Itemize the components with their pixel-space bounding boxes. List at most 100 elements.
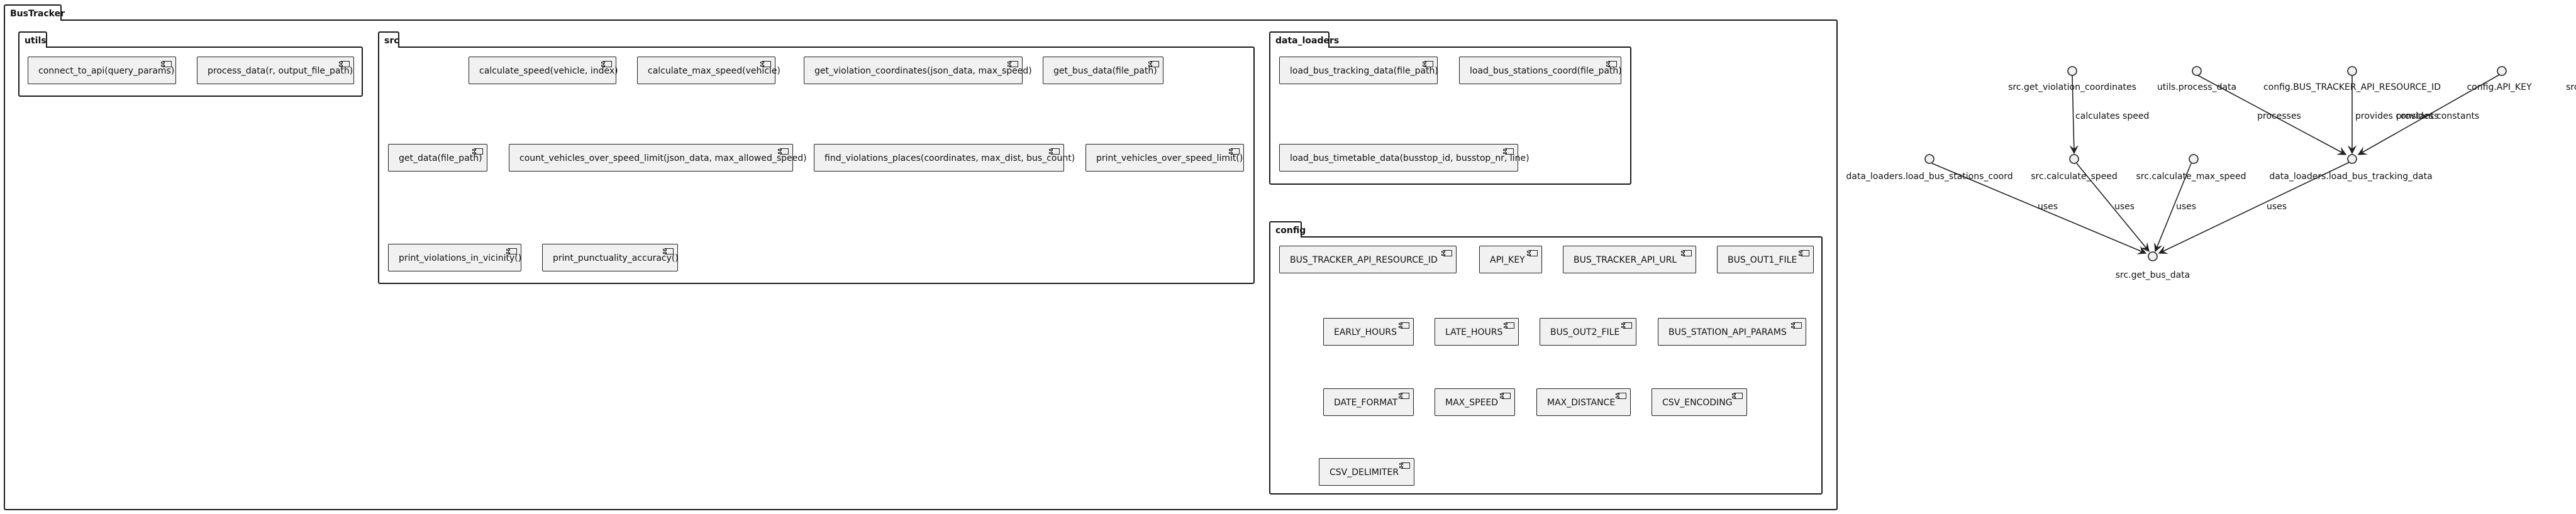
component-icon — [472, 148, 483, 155]
edge-calcmax-to-getbus — [2154, 163, 2192, 253]
edge-label-uses-1: uses — [2038, 202, 2058, 212]
node-src-cut-label: src — [2566, 82, 2576, 92]
component-count-vehicles-over-speed-limit[interactable]: count_vehicles_over_speed_limit(json_dat… — [509, 144, 807, 172]
component-get-data[interactable]: get_data(file_path) — [388, 144, 487, 172]
component-icon — [161, 61, 172, 67]
edge-apikey-to-tracking — [2357, 74, 2500, 155]
node-config-key-circle[interactable] — [2497, 66, 2507, 76]
component-icon — [1049, 148, 1060, 155]
component-config-max-speed[interactable]: MAX_SPEED — [1435, 388, 1515, 416]
node-calc-max-circle[interactable] — [2189, 154, 2199, 164]
component-connect-to-api[interactable]: connect_to_api(query_params) — [28, 57, 176, 84]
component-icon — [1229, 148, 1240, 155]
package-bustracker: BusTracker — [4, 4, 1838, 510]
edge-stations-to-getbus — [1931, 163, 2147, 254]
node-utils-process-circle[interactable] — [2192, 66, 2202, 76]
component-icon — [1148, 61, 1159, 67]
component-icon — [1681, 250, 1692, 256]
package-src: src — [378, 31, 1255, 284]
node-config-resource-label: config.BUS_TRACKER_API_RESOURCE_ID — [2263, 82, 2441, 92]
component-calculate-max-speed[interactable]: calculate_max_speed(vehicle) — [637, 57, 780, 84]
component-calculate-speed[interactable]: calculate_speed(vehicle, index) — [469, 57, 618, 84]
component-config-max-distance[interactable]: MAX_DISTANCE — [1536, 388, 1631, 416]
component-icon — [760, 61, 771, 67]
component-config-early-hours[interactable]: EARLY_HOURS — [1323, 318, 1414, 346]
component-config-late-hours[interactable]: LATE_HOURS — [1435, 318, 1519, 346]
edge-tracking-to-getbus — [2158, 161, 2350, 254]
component-icon — [601, 61, 612, 67]
component-icon — [778, 148, 789, 155]
package-src-title: src — [378, 31, 404, 48]
component-print-violations-in-vicinity[interactable]: print_violations_in_vicinity() — [388, 244, 521, 271]
edge-label-uses-3: uses — [2176, 202, 2196, 212]
component-config-csv-delimiter[interactable]: CSV_DELIMITER — [1319, 458, 1414, 486]
node-calc-speed-label: src.calculate_speed — [2031, 172, 2118, 182]
component-load-bus-stations-coord[interactable]: load_bus_stations_coord(file_path) — [1459, 57, 1622, 84]
component-icon — [506, 248, 517, 254]
node-get-bus-circle[interactable] — [2148, 251, 2158, 261]
node-violation-coords-circle[interactable] — [2067, 66, 2077, 76]
edge-label-provides-constants-1: provides constants — [2355, 111, 2438, 121]
component-icon — [1423, 61, 1433, 67]
component-icon — [1503, 148, 1514, 155]
component-icon — [663, 248, 674, 254]
component-load-bus-tracking-data[interactable]: load_bus_tracking_data(file_path) — [1279, 57, 1438, 84]
component-print-vehicles-over-speed-limit[interactable]: print_vehicles_over_speed_limit() — [1085, 144, 1244, 172]
component-config-date-format[interactable]: DATE_FORMAT — [1323, 388, 1414, 416]
component-config-out1-file[interactable]: BUS_OUT1_FILE — [1717, 246, 1814, 273]
component-config-api-url[interactable]: BUS_TRACKER_API_URL — [1563, 246, 1696, 273]
edge-label-processes: processes — [2257, 111, 2301, 121]
node-violation-coords-label: src.get_violation_coordinates — [2008, 82, 2136, 92]
component-config-resource-id[interactable]: BUS_TRACKER_API_RESOURCE_ID — [1279, 246, 1457, 273]
component-config-csv-encoding[interactable]: CSV_ENCODING — [1652, 388, 1747, 416]
component-icon — [1791, 322, 1802, 329]
component-get-bus-data[interactable]: get_bus_data(file_path) — [1043, 57, 1163, 84]
node-calc-speed-circle[interactable] — [2069, 154, 2079, 164]
component-icon — [1399, 393, 1409, 399]
package-utils: utils — [18, 31, 363, 97]
component-icon — [1504, 322, 1514, 329]
component-get-violation-coordinates[interactable]: get_violation_coordinates(json_data, max… — [804, 57, 1032, 84]
component-icon — [1399, 462, 1410, 469]
node-loader-stations-label: data_loaders.load_bus_stations_coord — [1846, 172, 2012, 182]
component-icon — [1616, 393, 1626, 399]
package-bustracker-title: BusTracker — [4, 4, 67, 21]
component-config-station-api-params[interactable]: BUS_STATION_API_PARAMS — [1658, 318, 1806, 346]
edge-label-uses-4: uses — [2267, 202, 2287, 212]
node-utils-process-label: utils.process_data — [2157, 82, 2236, 92]
edge-process-to-tracking — [2196, 74, 2347, 155]
node-config-key-label: config.API_KEY — [2467, 82, 2531, 92]
package-data-loaders-title: data_loaders — [1269, 31, 1339, 48]
node-config-resource-circle[interactable] — [2347, 66, 2357, 76]
component-icon — [1399, 322, 1409, 329]
package-config-title: config — [1269, 221, 1307, 238]
edge-violation-to-calc-speed — [2069, 75, 2079, 155]
component-find-violations-places[interactable]: find_violations_places(coordinates, max_… — [814, 144, 1075, 172]
edge-label-calculates-speed: calculates speed — [2075, 111, 2149, 121]
component-icon — [1527, 250, 1538, 256]
edge-label-provides-constants-2: provides constants — [2396, 111, 2479, 121]
component-config-out2-file[interactable]: BUS_OUT2_FILE — [1540, 318, 1636, 346]
component-icon — [1500, 393, 1511, 399]
component-load-bus-timetable-data[interactable]: load_bus_timetable_data(busstop_id, buss… — [1279, 144, 1530, 172]
edge-calcspeed-to-getbus — [2076, 163, 2150, 253]
edge-label-uses-2: uses — [2114, 202, 2135, 212]
node-loader-tracking-label: data_loaders.load_bus_tracking_data — [2269, 172, 2432, 182]
component-print-punctuality-accuracy[interactable]: print_punctuality_accuracy() — [542, 244, 679, 271]
node-get-bus-label: src.get_bus_data — [2116, 270, 2190, 280]
package-config: config — [1269, 221, 1823, 495]
component-icon — [1008, 61, 1018, 67]
component-icon — [1799, 250, 1809, 256]
package-data-loaders: data_loaders — [1269, 31, 1631, 185]
node-loader-tracking-circle[interactable] — [2347, 154, 2357, 164]
component-icon — [1606, 61, 1617, 67]
component-icon — [339, 61, 350, 67]
component-icon — [1621, 322, 1632, 329]
component-process-data[interactable]: process_data(r, output_file_path) — [197, 57, 354, 84]
node-loader-stations-circle[interactable] — [1924, 154, 1935, 164]
node-calc-max-label: src.calculate_max_speed — [2136, 172, 2246, 182]
package-utils-title: utils — [18, 31, 52, 48]
component-config-api-key[interactable]: API_KEY — [1479, 246, 1542, 273]
component-icon — [1441, 250, 1452, 256]
